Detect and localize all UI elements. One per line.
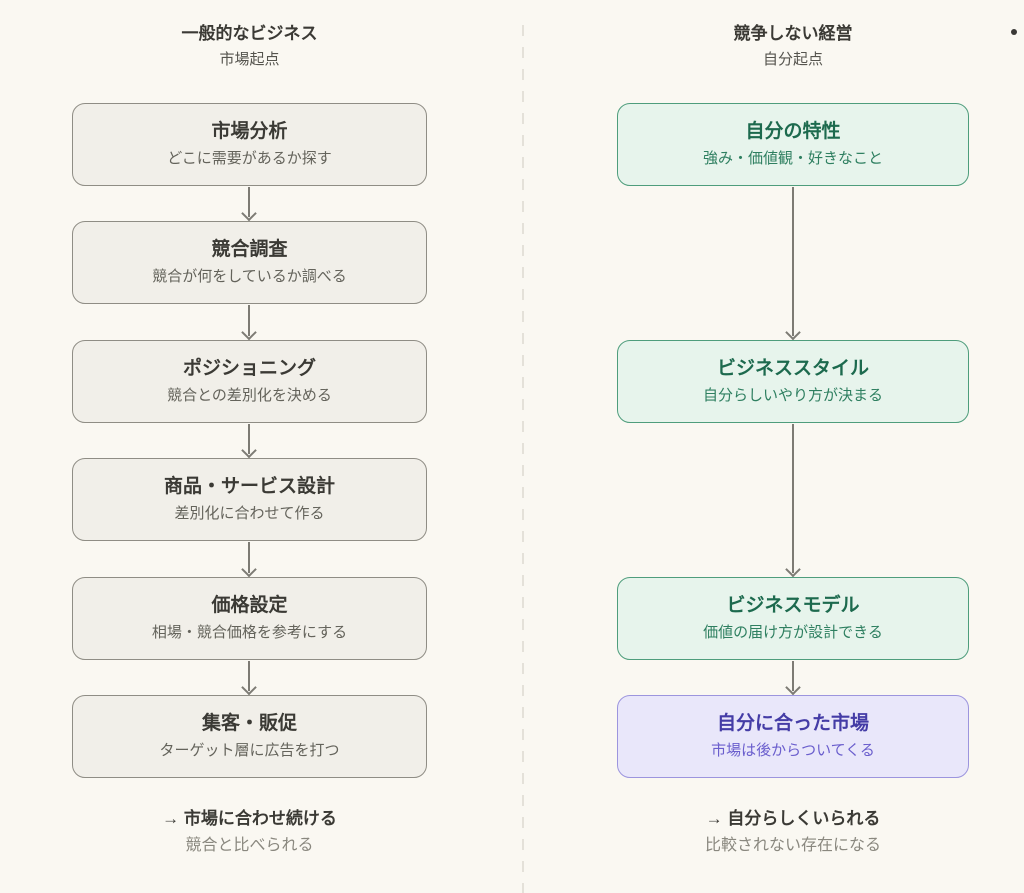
right-column-title: 競争しない経営 bbox=[733, 24, 853, 43]
arrow-down-icon bbox=[784, 661, 802, 696]
box-self-traits: 自分の特性 強み・価値観・好きなこと bbox=[617, 103, 969, 186]
left-column-footer: → 市場に合わせ続ける 競合と比べられる bbox=[72, 805, 427, 859]
right-footer-note: 比較されない存在になる bbox=[704, 837, 881, 854]
arrow-down-icon bbox=[240, 661, 258, 696]
right-footer-conclusion: → 自分らしくいられる bbox=[705, 809, 881, 828]
box-title: ビジネススタイル bbox=[716, 358, 869, 379]
box-own-market: 自分に合った市場 市場は後からついてくる bbox=[617, 695, 969, 778]
arrow-down-icon bbox=[240, 424, 258, 459]
right-column-header: 競争しない経営 自分起点 bbox=[617, 20, 969, 73]
arrow-down-icon bbox=[784, 187, 802, 341]
box-subtitle: 競合が何をしているか調べる bbox=[152, 268, 347, 285]
box-product-service-design: 商品・サービス設計 差別化に合わせて作る bbox=[72, 458, 427, 541]
box-subtitle: 相場・競合価格を参考にする bbox=[151, 624, 348, 641]
box-subtitle: 競合との差別化を決める bbox=[167, 387, 332, 404]
box-title: 集客・販促 bbox=[201, 713, 297, 734]
box-title: 市場分析 bbox=[211, 121, 288, 142]
box-pricing: 価格設定 相場・競合価格を参考にする bbox=[72, 577, 427, 660]
box-subtitle: 差別化に合わせて作る bbox=[174, 505, 325, 522]
left-footer-conclusion: → 市場に合わせ続ける bbox=[162, 809, 337, 828]
box-subtitle: 価値の届け方が設計できる bbox=[703, 624, 883, 641]
corner-dot-icon bbox=[1011, 29, 1017, 35]
box-title: 価格設定 bbox=[211, 595, 288, 616]
left-column-subtitle: 市場起点 bbox=[219, 51, 280, 68]
box-title: 商品・サービス設計 bbox=[163, 476, 335, 497]
left-column-header: 一般的なビジネス 市場起点 bbox=[72, 20, 427, 73]
box-title: 競合調査 bbox=[211, 239, 288, 260]
box-title: 自分の特性 bbox=[745, 121, 841, 142]
box-customer-acquisition: 集客・販促 ターゲット層に広告を打つ bbox=[72, 695, 427, 778]
box-business-model: ビジネスモデル 価値の届け方が設計できる bbox=[617, 577, 969, 660]
arrow-down-icon bbox=[240, 305, 258, 341]
right-column-subtitle: 自分起点 bbox=[762, 51, 823, 68]
arrow-down-icon bbox=[784, 424, 802, 578]
box-positioning: ポジショニング 競合との差別化を決める bbox=[72, 340, 427, 423]
box-title: ポジショニング bbox=[182, 358, 316, 379]
box-title: ビジネスモデル bbox=[726, 595, 860, 616]
left-footer-note: 競合と比べられる bbox=[185, 837, 314, 854]
box-subtitle: どこに需要があるか探す bbox=[167, 150, 332, 167]
box-title: 自分に合った市場 bbox=[716, 713, 869, 734]
right-column-footer: → 自分らしくいられる 比較されない存在になる bbox=[617, 805, 969, 859]
box-business-style: ビジネススタイル 自分らしいやり方が決まる bbox=[617, 340, 969, 423]
column-divider bbox=[522, 25, 524, 893]
arrow-down-icon bbox=[240, 542, 258, 578]
arrow-down-icon bbox=[240, 187, 258, 222]
box-subtitle: 自分らしいやり方が決まる bbox=[702, 387, 883, 404]
left-column-title: 一般的なビジネス bbox=[181, 24, 318, 43]
box-subtitle: ターゲット層に広告を打つ bbox=[159, 742, 340, 759]
box-market-analysis: 市場分析 どこに需要があるか探す bbox=[72, 103, 427, 186]
box-subtitle: 強み・価値観・好きなこと bbox=[702, 150, 883, 167]
box-competitor-research: 競合調査 競合が何をしているか調べる bbox=[72, 221, 427, 304]
box-subtitle: 市場は後からついてくる bbox=[711, 742, 875, 759]
